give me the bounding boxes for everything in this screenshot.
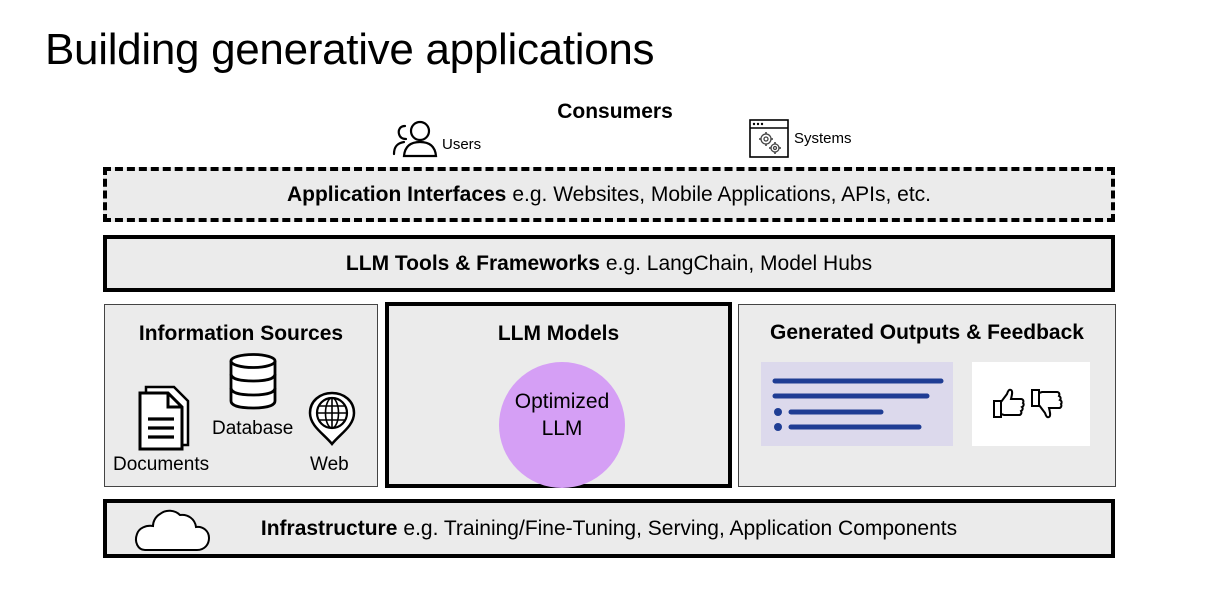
database-label: Database <box>212 418 294 439</box>
web-icon <box>308 391 356 446</box>
llm-tools-band: LLM Tools & Frameworks e.g. LangChain, M… <box>103 235 1115 292</box>
users-label: Users <box>442 136 482 153</box>
users-icon <box>392 120 438 158</box>
infrastructure-band: Infrastructure e.g. Training/Fine-Tuning… <box>103 499 1115 558</box>
cloud-icon <box>135 509 211 551</box>
generated-outputs-box: Generated Outputs & Feedback <box>738 304 1116 487</box>
feedback-panel <box>972 362 1090 446</box>
llm-tools-title: LLM Tools & Frameworks <box>345 251 600 275</box>
consumers-heading: Consumers <box>557 100 673 123</box>
document-icon <box>138 385 190 451</box>
thumbs-down-icon[interactable] <box>1030 387 1064 419</box>
application-interfaces-title: Application Interfaces <box>286 182 507 206</box>
llm-tools-examples: e.g. LangChain, Model Hubs <box>605 251 873 275</box>
page-title: Building generative applications <box>45 25 655 74</box>
documents-label: Documents <box>113 454 210 475</box>
output-list-panel <box>761 362 953 446</box>
application-interfaces-examples: e.g. Websites, Mobile Applications, APIs… <box>512 182 932 206</box>
web-label: Web <box>310 454 349 475</box>
thumbs-up-icon[interactable] <box>992 388 1026 420</box>
optimized-llm-circle: Optimized LLM <box>499 362 625 488</box>
infrastructure-title: Infrastructure <box>260 516 398 540</box>
llm-models-box: LLM Models Optimized LLM <box>385 302 732 488</box>
systems-label: Systems <box>794 130 852 147</box>
infrastructure-examples: e.g. Training/Fine-Tuning, Serving, Appl… <box>403 516 958 540</box>
generated-outputs-title: Generated Outputs & Feedback <box>770 321 1084 344</box>
application-interfaces-band: Application Interfaces e.g. Websites, Mo… <box>103 167 1115 222</box>
optimized-llm-line1: Optimized <box>514 390 610 413</box>
database-icon <box>229 353 277 410</box>
systems-icon <box>749 119 789 158</box>
llm-models-title: LLM Models <box>497 322 620 345</box>
optimized-llm-line2: LLM <box>541 417 583 440</box>
information-sources-box: Information Sources Documents Database W… <box>104 304 378 487</box>
information-sources-title: Information Sources <box>138 322 344 345</box>
